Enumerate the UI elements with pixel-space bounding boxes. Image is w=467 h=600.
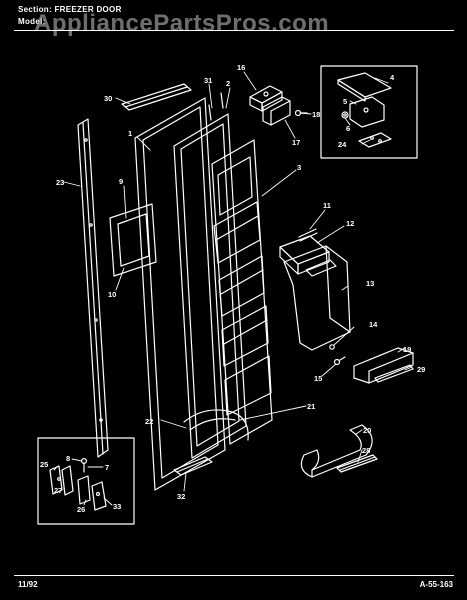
section-value: FREEZER DOOR bbox=[54, 5, 122, 14]
watermark: AppliancePartsPros.com bbox=[34, 10, 330, 37]
part-door-bin bbox=[353, 347, 414, 384]
callout-32: 32 bbox=[177, 492, 185, 501]
part-bin-trim bbox=[374, 364, 414, 383]
hinge-kit-inset bbox=[320, 65, 418, 159]
callout-30: 30 bbox=[104, 94, 112, 103]
callout-27: 27 bbox=[54, 486, 62, 495]
callout-labels: 23 30 1 9 10 31 2 3 16 18 17 4 5 6 24 11… bbox=[40, 63, 425, 514]
callout-18: 18 bbox=[312, 110, 320, 119]
callout-2: 2 bbox=[226, 79, 230, 88]
part-top-trim bbox=[121, 83, 192, 111]
footer-divider bbox=[14, 575, 454, 576]
callout-25: 25 bbox=[40, 460, 48, 469]
callout-19: 19 bbox=[403, 345, 411, 354]
part-side-trim-strip bbox=[77, 118, 109, 458]
section-label: Section: bbox=[18, 5, 52, 14]
callout-13: 13 bbox=[366, 279, 374, 288]
callout-29: 29 bbox=[417, 365, 425, 374]
model-header: Model: bbox=[18, 17, 46, 26]
part-inner-door-panel bbox=[211, 139, 273, 445]
part-handle-insert bbox=[336, 454, 378, 473]
callout-11: 11 bbox=[323, 201, 331, 210]
part-hinge bbox=[249, 85, 283, 112]
header-divider bbox=[14, 30, 454, 31]
callout-24: 24 bbox=[338, 140, 347, 149]
part-chute-housing bbox=[283, 245, 351, 351]
callout-6: 6 bbox=[346, 124, 350, 133]
callout-17: 17 bbox=[292, 138, 300, 147]
callout-21: 21 bbox=[307, 402, 315, 411]
callout-23: 23 bbox=[56, 178, 64, 187]
part-dispenser-cap bbox=[279, 235, 330, 275]
callout-15: 15 bbox=[314, 374, 322, 383]
section-header: Section: FREEZER DOOR bbox=[18, 5, 122, 14]
callout-8: 8 bbox=[66, 454, 70, 463]
model-label: Model: bbox=[18, 17, 46, 26]
callout-22: 22 bbox=[145, 417, 153, 426]
callout-7: 7 bbox=[105, 463, 109, 472]
closer-kit-inset bbox=[37, 437, 135, 525]
callout-26: 26 bbox=[77, 505, 85, 514]
callout-31: 31 bbox=[204, 76, 212, 85]
part-door-gasket bbox=[134, 97, 226, 491]
part-small-panel bbox=[109, 203, 157, 277]
callout-5: 5 bbox=[343, 97, 347, 106]
part-bottom-trim bbox=[173, 456, 213, 476]
part-door-liner bbox=[173, 92, 247, 459]
callout-16: 16 bbox=[237, 63, 245, 72]
part-screw-14 bbox=[329, 344, 346, 366]
callout-14: 14 bbox=[369, 320, 378, 329]
footer-drawing-number: A-55-163 bbox=[419, 580, 453, 589]
part-wire-harness bbox=[183, 409, 249, 441]
callout-4: 4 bbox=[390, 73, 395, 82]
callout-20: 20 bbox=[363, 426, 371, 435]
callout-3: 3 bbox=[297, 163, 301, 172]
footer-date: 11/92 bbox=[18, 580, 38, 589]
callout-9: 9 bbox=[119, 177, 123, 186]
callout-1: 1 bbox=[128, 129, 132, 138]
callout-28: 28 bbox=[362, 446, 370, 455]
part-hinge-bracket bbox=[262, 96, 291, 126]
part-door-handle bbox=[300, 424, 373, 478]
leader-lines bbox=[53, 71, 413, 506]
callout-33: 33 bbox=[113, 502, 121, 511]
callout-12: 12 bbox=[346, 219, 354, 228]
callout-10: 10 bbox=[108, 290, 116, 299]
